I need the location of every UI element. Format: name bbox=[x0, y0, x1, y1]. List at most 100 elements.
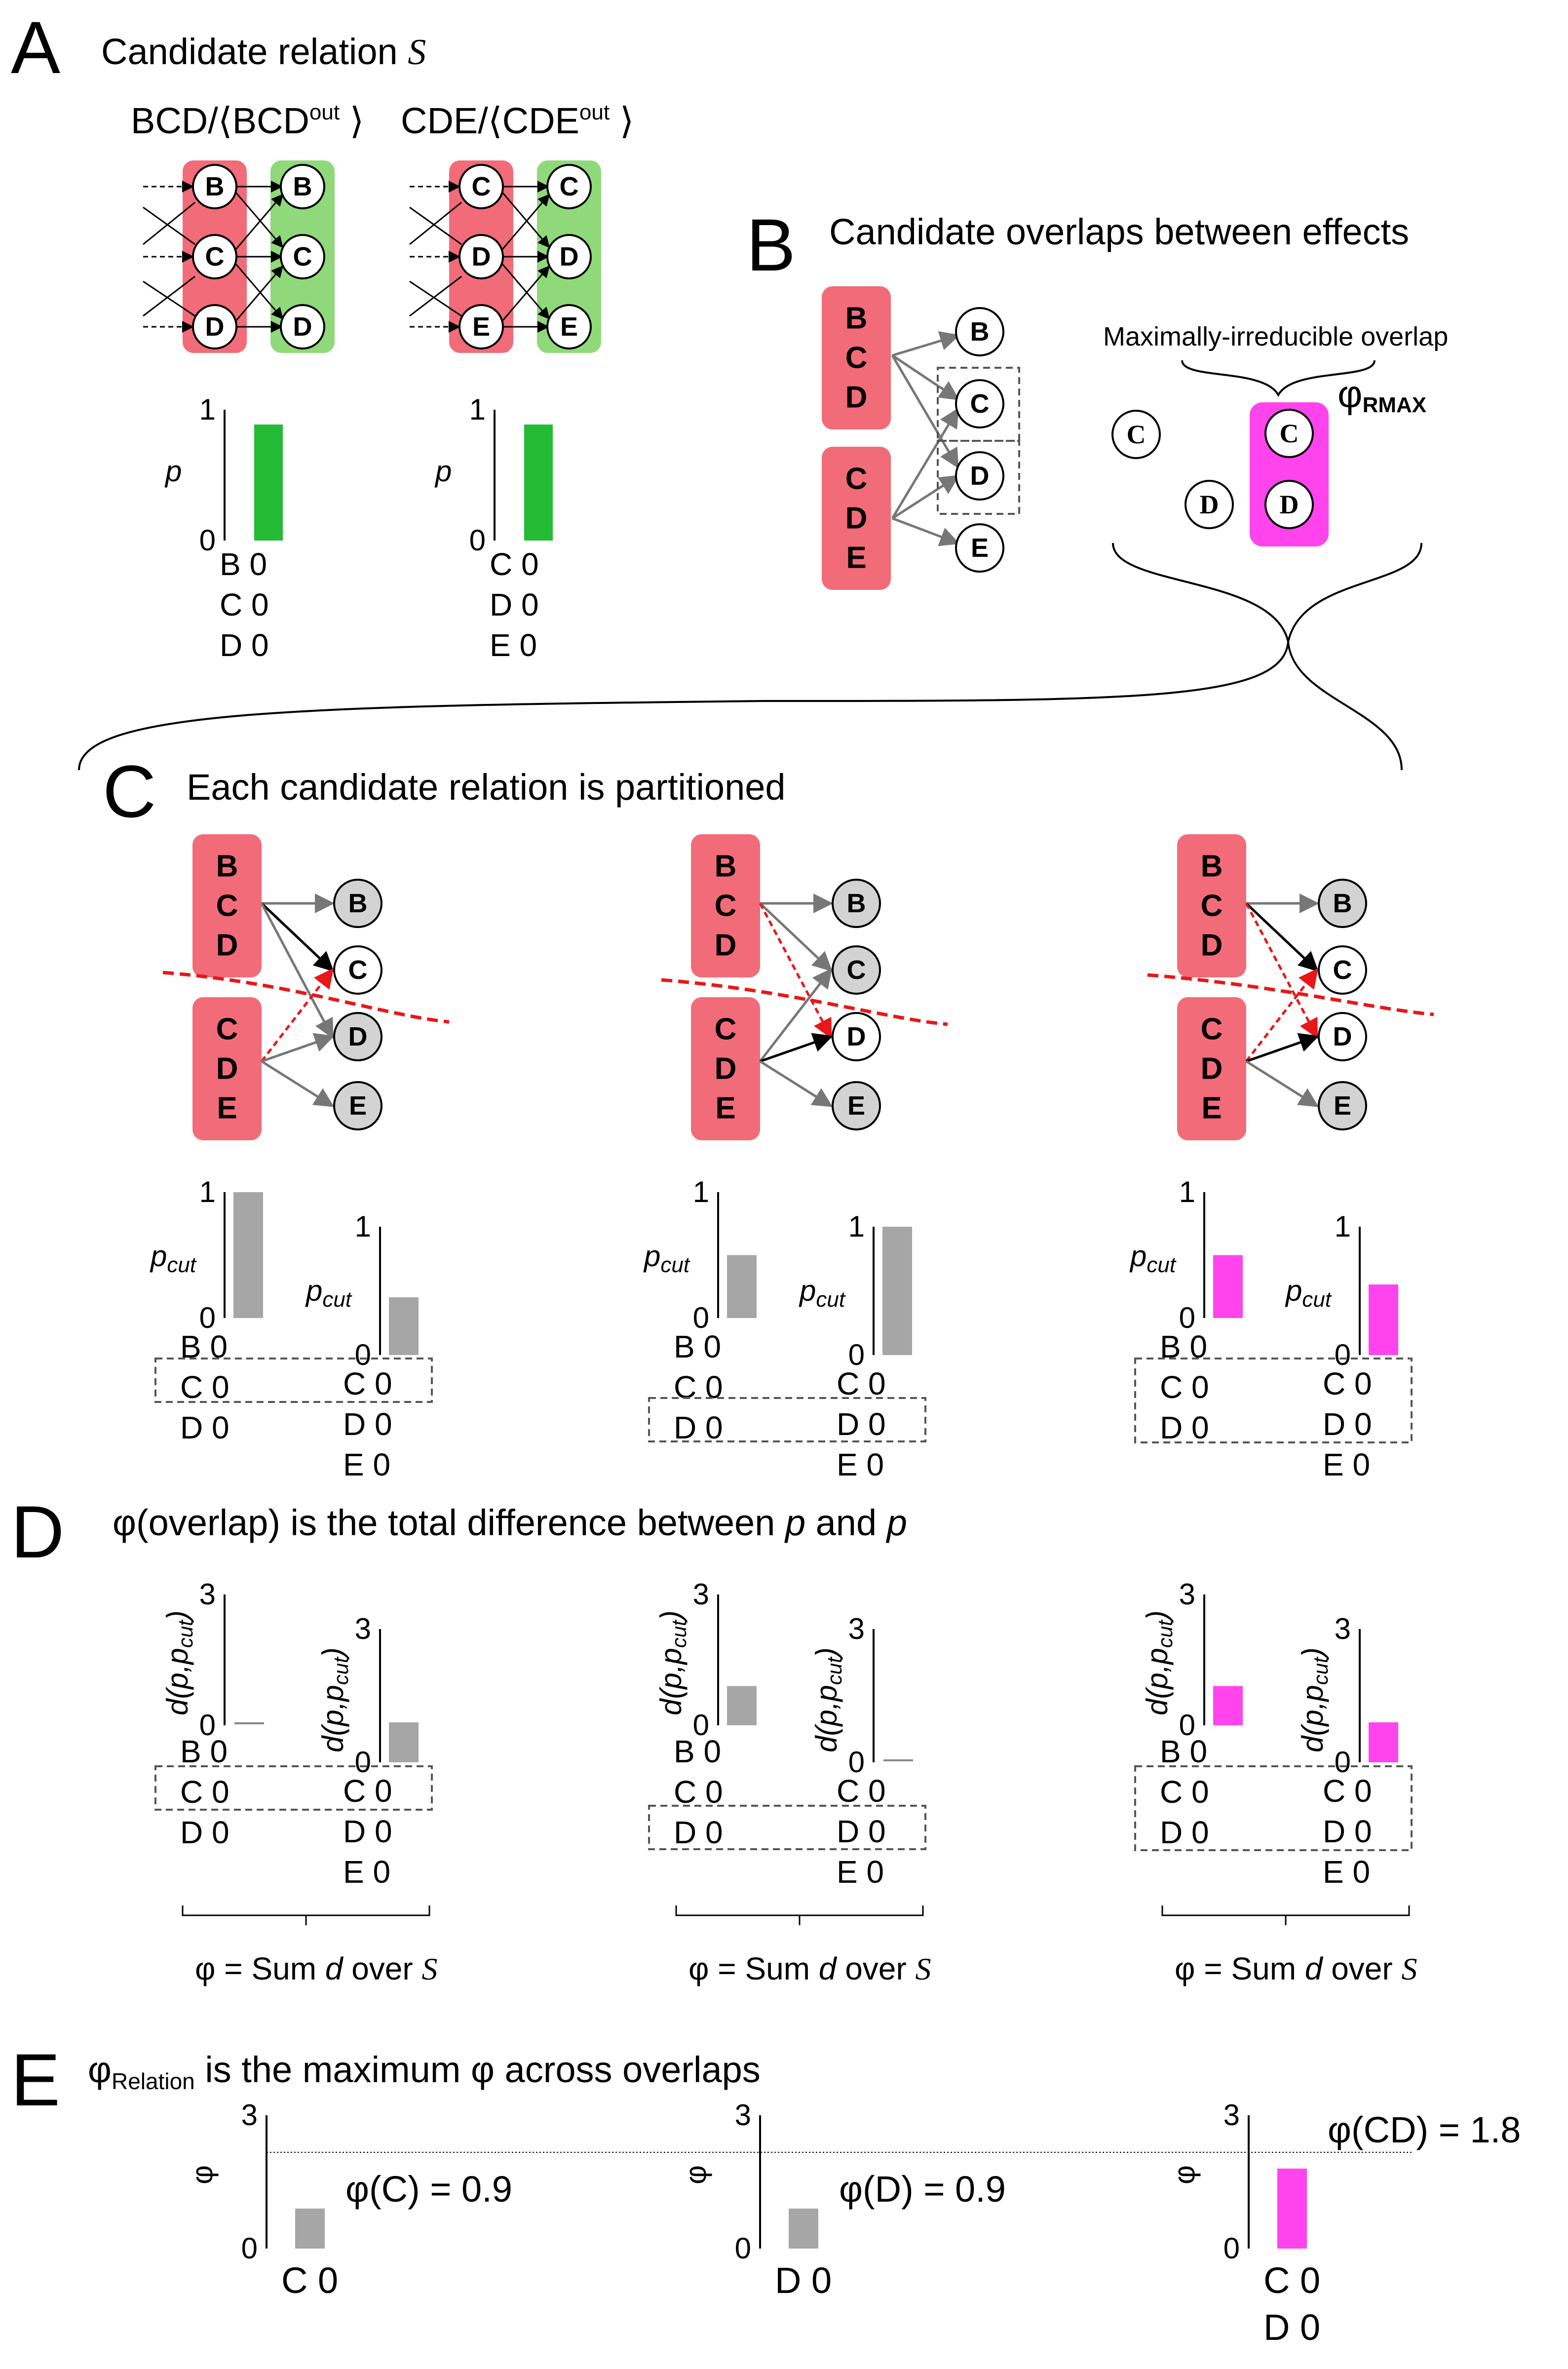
mech-label: C bbox=[216, 889, 238, 923]
y-tick-max: 3 bbox=[1179, 1578, 1195, 1611]
state-row: C 0 bbox=[1263, 2260, 1320, 2301]
cut-line bbox=[1147, 973, 1434, 1016]
target-node-d bbox=[955, 451, 1004, 501]
edge bbox=[261, 902, 334, 972]
phi-bar bbox=[295, 2209, 325, 2249]
state-row: E 0 bbox=[343, 1854, 390, 1890]
mech-label: B bbox=[715, 850, 737, 884]
y-tick-max: 3 bbox=[693, 1578, 709, 1611]
state-row: C 0 bbox=[220, 587, 269, 622]
value-bar bbox=[882, 1227, 912, 1355]
mech-label: E bbox=[715, 1091, 735, 1126]
target-node-d bbox=[333, 1012, 382, 1061]
node-d-out bbox=[546, 234, 592, 279]
state-row: E 0 bbox=[837, 1854, 884, 1890]
state-row: D 0 bbox=[180, 1815, 229, 1850]
state-row: D 0 bbox=[674, 1410, 723, 1445]
state-row: D 0 bbox=[1323, 1814, 1372, 1849]
node-label: D bbox=[1280, 490, 1299, 519]
y-tick-min: 0 bbox=[355, 1746, 371, 1779]
mech-label: E bbox=[846, 541, 866, 575]
mech-label: C bbox=[216, 1012, 238, 1047]
sum-label: φ = Sum d over S bbox=[1175, 1951, 1417, 1986]
state-row: D 0 bbox=[220, 627, 269, 663]
mech-label: C bbox=[1201, 889, 1223, 923]
edge bbox=[1245, 902, 1318, 1039]
sum-part: φ = Sum bbox=[1175, 1951, 1305, 1986]
state-row: C 0 bbox=[180, 1774, 229, 1810]
phi-bar bbox=[1277, 2169, 1307, 2249]
node-e bbox=[459, 304, 504, 350]
y-axis-label: d(p,pcut) bbox=[654, 1610, 690, 1715]
edge bbox=[260, 902, 334, 1039]
edge bbox=[1245, 1060, 1319, 1107]
y-tick-min: 0 bbox=[735, 2232, 751, 2265]
network-cde: C D E C D E bbox=[409, 160, 601, 353]
y-axis-label: φ bbox=[679, 2165, 712, 2184]
mech-label: D bbox=[1201, 1052, 1223, 1086]
edge bbox=[1245, 968, 1319, 1062]
mechanism-box-cde bbox=[822, 447, 891, 590]
node-label: B bbox=[970, 317, 990, 347]
state-row: D 0 bbox=[180, 1410, 229, 1445]
mechanism-box-cde bbox=[192, 997, 262, 1140]
brace-label: Maximally-irreducible overlap bbox=[1103, 322, 1448, 351]
sum-brace bbox=[182, 1905, 430, 1925]
panel-a-letter: A bbox=[11, 6, 60, 89]
state-row: C 0 bbox=[674, 1369, 723, 1405]
mechanism-box-cde bbox=[1177, 997, 1246, 1140]
node-c-out bbox=[280, 234, 325, 279]
y-tick-min: 0 bbox=[848, 1746, 865, 1779]
state-row: E 0 bbox=[343, 1447, 390, 1482]
value-bar bbox=[1369, 1722, 1398, 1762]
y-tick-min: 0 bbox=[199, 1709, 216, 1742]
y-tick-max: 1 bbox=[1335, 1210, 1351, 1243]
node-e-out bbox=[546, 304, 592, 350]
sum-part: S bbox=[421, 1951, 437, 1986]
edge bbox=[759, 902, 832, 1039]
y-axis-label: d(p,pcut) bbox=[316, 1647, 352, 1752]
loose-node-c bbox=[1111, 410, 1161, 459]
overlap-node-c bbox=[1264, 409, 1314, 458]
target-node-c bbox=[955, 379, 1004, 428]
state-row: D 0 bbox=[837, 1814, 886, 1849]
node-label: C bbox=[847, 955, 866, 985]
target-node-b bbox=[1318, 879, 1367, 928]
y-tick-max: 1 bbox=[693, 1175, 709, 1208]
y-tick-min: 0 bbox=[199, 1301, 216, 1334]
y-axis-label: φ bbox=[1168, 2165, 1201, 2184]
y-tick-max: 1 bbox=[199, 393, 216, 426]
wide-brace bbox=[78, 641, 1403, 771]
node-label: D bbox=[1200, 490, 1219, 519]
y-tick-min: 0 bbox=[693, 1709, 709, 1742]
state-row: C 0 bbox=[1160, 1774, 1209, 1810]
y-tick-min: 0 bbox=[693, 1301, 709, 1334]
panel-e-title: φRelation is the maximum φ across overla… bbox=[88, 2049, 761, 2094]
node-label: E bbox=[1334, 1091, 1351, 1121]
panel-b: B Candidate overlaps between effects B C… bbox=[78, 203, 1448, 771]
state-row: C 0 bbox=[1323, 1366, 1372, 1401]
y-tick-max: 3 bbox=[241, 2098, 258, 2132]
state-row: B 0 bbox=[180, 1734, 228, 1769]
state-row: D 0 bbox=[490, 587, 539, 622]
mechanism-box-bcd bbox=[822, 286, 891, 429]
state-row: B 0 bbox=[220, 546, 267, 582]
state-row: B 0 bbox=[674, 1329, 721, 1364]
y-tick-min: 0 bbox=[1335, 1746, 1351, 1779]
phi-value-label: φ(C) = 0.9 bbox=[345, 2169, 512, 2210]
node-label: D bbox=[1333, 1022, 1352, 1051]
mech-label: C bbox=[715, 889, 737, 923]
phi-value-label: φ(CD) = 1.8 bbox=[1328, 2109, 1521, 2150]
sum-part: over bbox=[1322, 1951, 1401, 1986]
y-axis-label: pcut bbox=[150, 1240, 197, 1277]
y-axis-label: p bbox=[434, 455, 452, 488]
edge bbox=[759, 1060, 833, 1107]
edge bbox=[261, 1033, 335, 1063]
node-b-out bbox=[280, 164, 325, 209]
mech-label: D bbox=[845, 381, 868, 415]
